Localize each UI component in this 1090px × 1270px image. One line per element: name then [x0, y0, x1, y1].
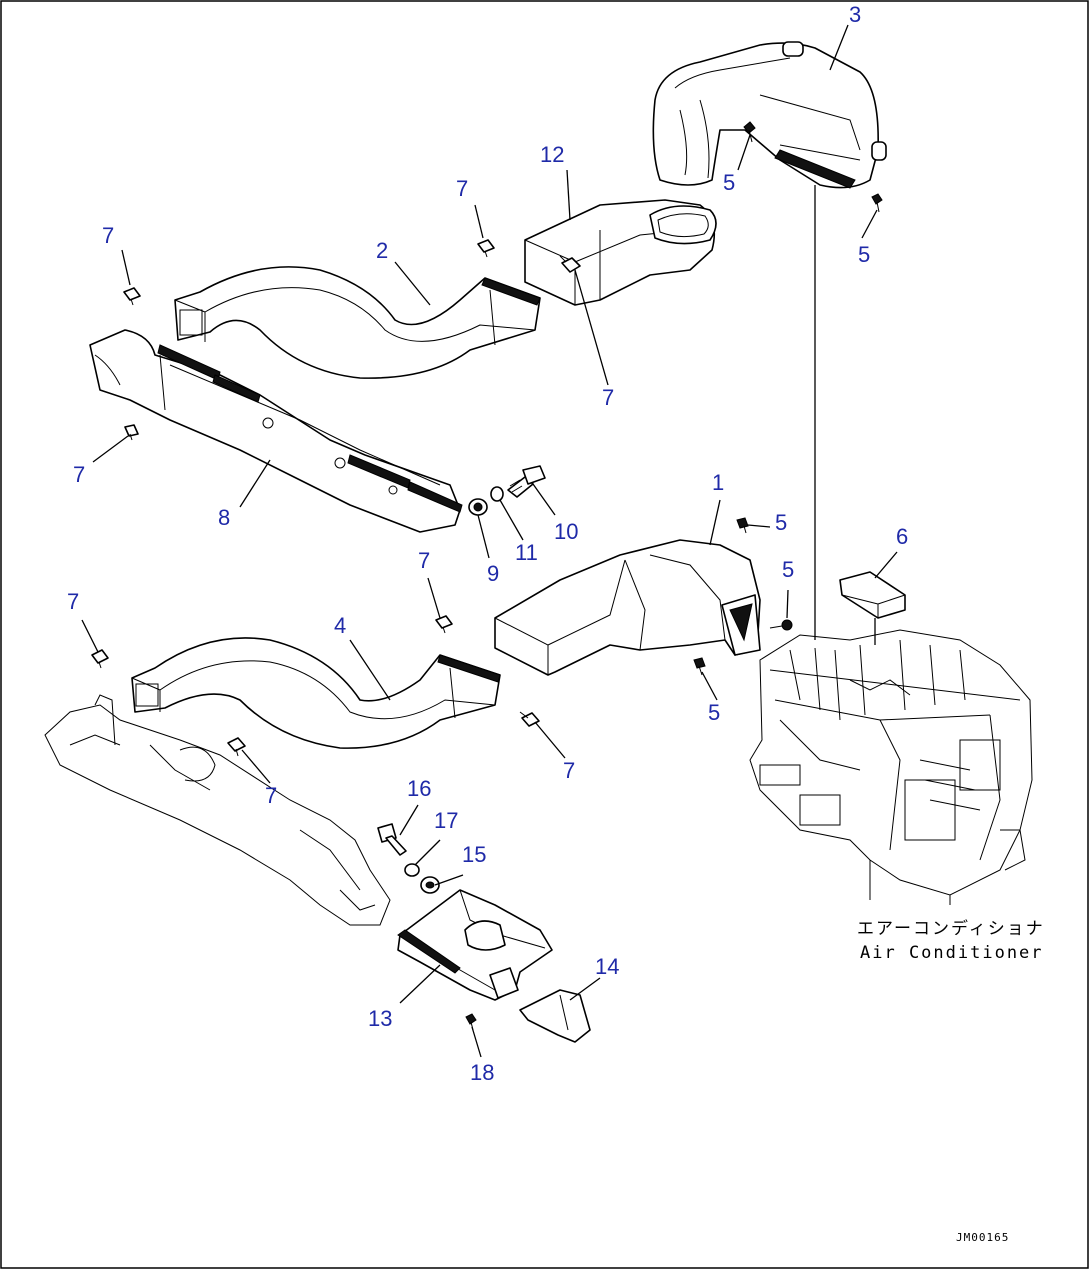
screw-5b [871, 193, 883, 213]
callout-3: 3 [849, 2, 861, 27]
floor-duct-ghost [44, 694, 391, 926]
callout-18: 18 [470, 1060, 494, 1085]
callout-5: 5 [708, 700, 720, 725]
callout-7: 7 [456, 176, 468, 201]
callout-6: 6 [896, 524, 908, 549]
callout-2: 2 [376, 238, 388, 263]
duct-part-4 [131, 637, 501, 749]
callout-7: 7 [265, 783, 277, 808]
clip-7g [227, 737, 246, 757]
callout-7: 7 [602, 385, 614, 410]
callout-7: 7 [563, 758, 575, 783]
callout-17: 17 [434, 808, 458, 833]
callout-7: 7 [102, 223, 114, 248]
air-conditioner-unit [749, 629, 1033, 905]
clip-7c [559, 255, 581, 273]
callout-13: 13 [368, 1006, 392, 1031]
clip-7e [435, 615, 453, 634]
duct-part-3 [652, 41, 887, 189]
callout-4: 4 [334, 613, 346, 638]
duct-part-1 [494, 539, 761, 676]
callout-15: 15 [462, 842, 486, 867]
clip-7d [124, 424, 139, 441]
duct-part-12 [524, 199, 717, 306]
clip-7h [519, 711, 540, 727]
fastener-parts-9-10-11 [468, 465, 546, 516]
callout-5: 5 [858, 242, 870, 267]
clip-7b [477, 239, 495, 258]
screw-5d [769, 619, 793, 631]
callout-14: 14 [595, 954, 619, 979]
callout-8: 8 [218, 505, 230, 530]
fastener-parts-15-16-17 [377, 823, 440, 894]
drawing-code: JM00165 [956, 1231, 1009, 1244]
callout-11: 11 [515, 540, 538, 565]
clip-7f [91, 649, 109, 669]
callout-12: 12 [540, 142, 564, 167]
clip-7a [123, 287, 141, 306]
vent-part-14 [519, 989, 591, 1043]
duct-part-2 [174, 266, 541, 379]
screw-5c [736, 517, 749, 534]
vent-part-13 [397, 889, 553, 1001]
callout-7: 7 [418, 548, 430, 573]
callout-7: 7 [73, 462, 85, 487]
callout-5: 5 [723, 170, 735, 195]
callout-10: 10 [554, 519, 578, 544]
callout-5: 5 [782, 557, 794, 582]
leader-lines [81, 24, 898, 1058]
filter-part-6 [839, 571, 906, 619]
callout-16: 16 [407, 776, 431, 801]
screw-18 [465, 1013, 477, 1031]
callout-9: 9 [487, 561, 499, 586]
screw-5a [743, 121, 756, 143]
screw-5e [693, 657, 706, 676]
callout-5: 5 [775, 510, 787, 535]
air-conditioner-label-en: Air Conditioner [860, 943, 1044, 963]
air-conditioner-label-jp: エアーコンディショナ [857, 918, 1045, 939]
callout-1: 1 [712, 470, 724, 495]
duct-part-8 [89, 329, 463, 533]
callouts: 3 5 5 12 7 2 7 7 7 8 9 11 10 1 5 5 5 6 7… [67, 2, 908, 1085]
callout-7: 7 [67, 589, 79, 614]
